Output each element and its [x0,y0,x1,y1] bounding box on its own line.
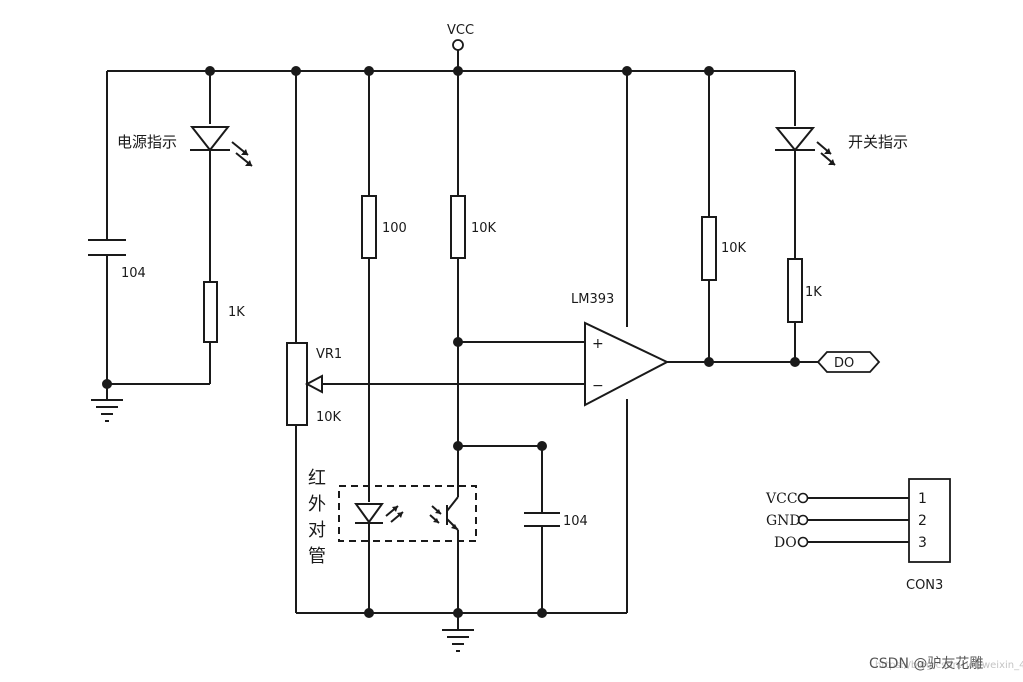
opamp-plus: + [592,336,604,352]
opamp-minus: − [592,378,604,394]
do-port: DO [816,351,881,373]
resistor-1k-right-value: 1K [805,285,822,300]
ir-pair: 红 外 对 管 [308,468,477,567]
ground-bottom-icon [442,629,474,652]
switch-led-icon: 开关指示 [774,127,908,166]
resistor-10k-mid-value: 10K [471,221,497,236]
ir-pair-label-2: 外 [308,494,326,515]
vcc-terminal: VCC [447,23,474,51]
resistor-10k-right-value: 10K [721,241,747,256]
resistor-1k-left-value: 1K [228,305,245,320]
connector-pin2-label: GND [766,513,801,529]
resistor-100-value: 100 [382,221,407,236]
ir-led-icon [354,503,404,524]
resistor-1k-left: 1K [203,281,245,343]
potentiometer-vr1: VR1 10K [286,342,342,426]
connector-pin3-num: 3 [918,535,927,551]
connector-pin2-num: 2 [918,513,927,529]
watermark: https://blog.csdn.net/weixin_41659 CSDN … [869,656,1023,672]
power-indicator-label: 电源指示 [117,133,177,151]
capacitor-bottom-value: 104 [563,514,588,529]
connector-pin1-num: 1 [918,491,927,507]
vcc-label: VCC [447,23,474,38]
resistor-100: 100 [361,195,407,259]
power-led-icon: 电源指示 [117,126,253,167]
vr1-value: 10K [316,410,342,425]
do-port-label: DO [834,356,854,371]
resistor-1k-right: 1K [787,258,822,323]
opamp-lm393: LM393 + − [571,292,670,407]
ir-pair-label-4: 管 [308,546,326,567]
watermark-url: https://blog.csdn.net/weixin_41659 [875,660,1023,671]
wires [106,50,818,630]
connector-con3: VCC 1 GND 2 DO 3 CON3 [765,478,951,593]
ir-pair-label-3: 对 [308,520,326,541]
vr1-name: VR1 [316,347,342,362]
resistor-10k-right: 10K [701,216,747,281]
ground-left-icon [91,399,123,422]
watermark-brand: CSDN @驴友花雕 [869,656,983,672]
connector-name: CON3 [906,578,943,593]
capacitor-left-value: 104 [121,266,146,281]
resistor-10k-mid: 10K [450,195,497,259]
ir-pair-label-1: 红 [308,468,326,489]
junction-dots [102,66,800,618]
switch-indicator-label: 开关指示 [848,133,908,151]
phototransistor-icon [429,496,459,531]
capacitor-left: 104 [88,239,146,281]
connector-pin1-label: VCC [765,491,798,507]
opamp-name: LM393 [571,292,614,307]
connector-pin3-label: DO [774,535,797,551]
capacitor-bottom: 104 [524,512,588,529]
